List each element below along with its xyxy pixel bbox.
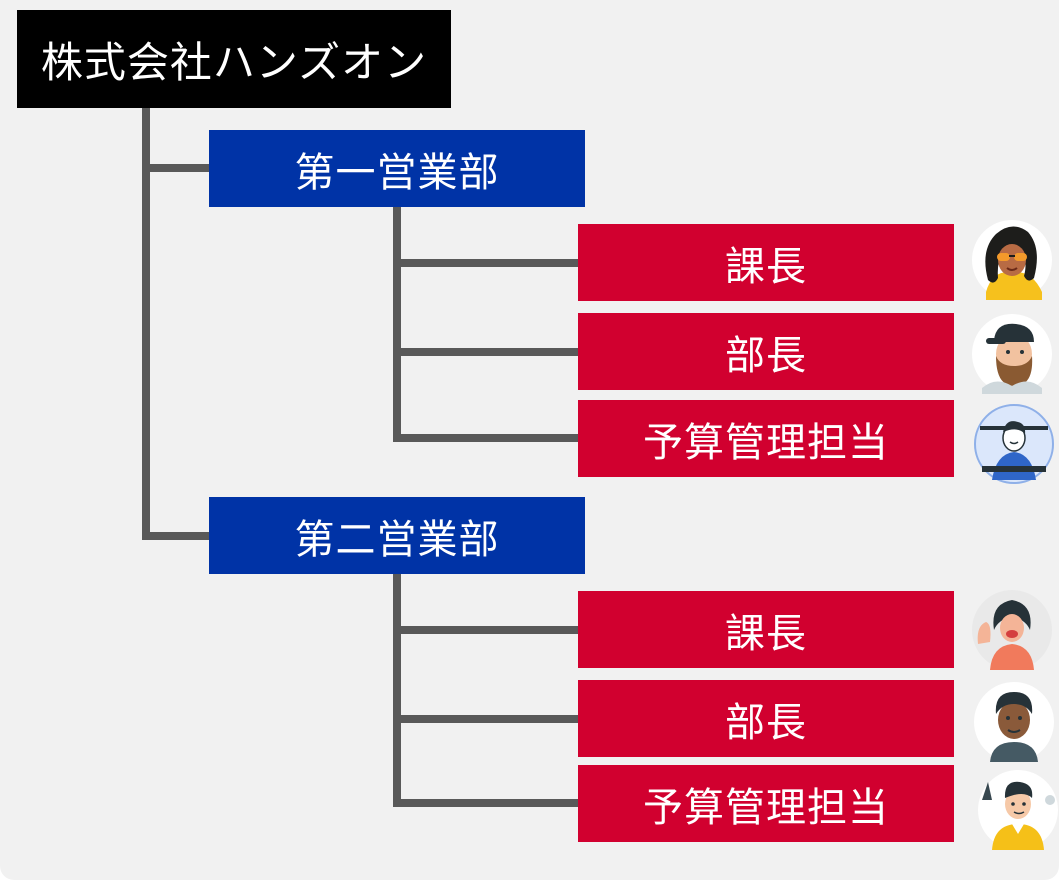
bearded-man-cap-avatar-icon	[972, 314, 1052, 394]
role-node-1-3: 予算管理担当	[578, 400, 954, 477]
man-yellow-shirt-avatar-icon	[978, 770, 1058, 850]
role-node-2-1: 課長	[578, 591, 954, 668]
woman-sunglasses-avatar-icon	[972, 220, 1052, 300]
department-name: 第二営業部	[294, 516, 500, 563]
role-label: 予算管理担当	[643, 784, 889, 831]
dept2-role3-branch-line	[393, 799, 579, 807]
role-label: 部長	[725, 699, 807, 746]
woman-waving-avatar-icon	[972, 590, 1052, 670]
dept2-role1-branch-line	[393, 626, 579, 634]
dept1-trunk-line	[393, 207, 401, 442]
company-trunk-line	[142, 108, 150, 540]
role-node-2-3: 予算管理担当	[578, 765, 954, 842]
role-node-1-2: 部長	[578, 313, 954, 390]
role-label: 部長	[725, 332, 807, 379]
dept1-role2-branch-line	[393, 348, 579, 356]
company-node: 株式会社ハンズオン	[17, 10, 451, 108]
role-node-2-2: 部長	[578, 680, 954, 757]
man-curly-hair-avatar-icon	[974, 682, 1054, 762]
dept1-role3-branch-line	[393, 434, 579, 442]
role-label: 予算管理担当	[643, 419, 889, 466]
dept1-branch-line	[142, 164, 210, 172]
role-node-1-1: 課長	[578, 224, 954, 301]
role-label: 課長	[725, 243, 807, 290]
dept2-trunk-line	[393, 574, 401, 807]
dept2-branch-line	[142, 532, 210, 540]
department-name: 第一営業部	[294, 149, 500, 196]
man-at-laptop-avatar-icon	[974, 404, 1054, 484]
department-node-1: 第一営業部	[209, 130, 585, 207]
dept2-role2-branch-line	[393, 715, 579, 723]
department-node-2: 第二営業部	[209, 497, 585, 574]
role-label: 課長	[725, 610, 807, 657]
company-name: 株式会社ハンズオン	[40, 37, 428, 87]
dept1-role1-branch-line	[393, 259, 579, 267]
